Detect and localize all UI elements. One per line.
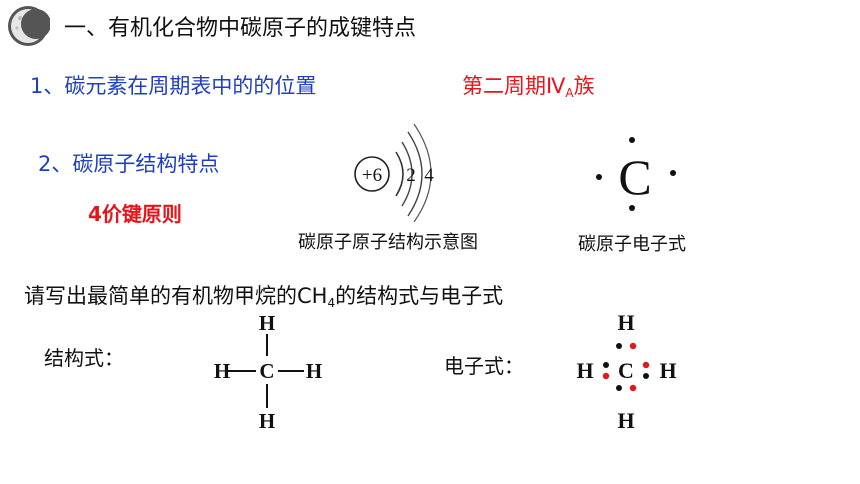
outer-shell-arc — [407, 131, 423, 217]
shell1-electrons: 2 — [406, 165, 416, 186]
electron-dot-black — [616, 343, 622, 349]
electron-dot — [629, 205, 635, 211]
carbon-electron-dot: C — [596, 137, 676, 211]
page-title: 一、有机化合物中碳原子的成键特点 — [64, 16, 417, 41]
question-sub: 4 — [327, 296, 336, 310]
nucleus-circle — [354, 156, 390, 192]
electron-formula-label: 电子式： — [444, 354, 524, 378]
electron-dot-red — [602, 372, 610, 380]
item1-answer: 第二周期ⅣA族 — [462, 70, 595, 100]
atom-diagram-caption: 碳原子原子结构示意图 — [298, 232, 478, 253]
answer-sub: A — [565, 86, 574, 100]
electron-dot-caption: 碳原子电子式 — [578, 234, 686, 255]
answer-tail: 族 — [573, 74, 595, 98]
atom-h-top: H — [617, 310, 634, 335]
atom-c-center: C — [618, 358, 634, 383]
electron-dot-red — [629, 384, 637, 392]
electron-dot — [629, 137, 635, 143]
electron-dot — [670, 170, 676, 176]
atom-structure-diagram: +6 2 4 — [354, 123, 434, 222]
structural-formula-label: 结构式： — [44, 346, 124, 370]
electron-dot-red — [629, 342, 637, 350]
nucleus-charge: +6 — [362, 165, 382, 186]
electron-dot-black — [603, 362, 609, 368]
atom-h-right: H — [306, 359, 322, 383]
moon-logo-icon — [8, 6, 50, 46]
electron-dot-black — [643, 373, 649, 379]
electron-dot-red — [642, 361, 650, 369]
atom-h-bottom: H — [617, 408, 634, 433]
atom-c-center: C — [259, 359, 274, 383]
atom-h-top: H — [259, 311, 275, 335]
carbon-symbol: C — [618, 149, 651, 205]
atom-h-bottom: H — [259, 409, 275, 433]
question-text: 请写出最简单的有机物甲烷的CH4的结构式与电子式 — [24, 280, 503, 310]
item2-label: 2、碳原子结构特点 — [38, 152, 220, 176]
question-pre: 请写出最简单的有机物甲烷的CH — [24, 284, 328, 308]
electron-dot-black — [616, 385, 622, 391]
methane-structural-formula: H C H H H — [214, 311, 322, 433]
atom-h-left: H — [576, 358, 593, 383]
electron-dot — [596, 174, 602, 180]
answer-main: 第二周期Ⅳ — [462, 74, 566, 98]
atom-h-left: H — [214, 359, 230, 383]
item1-label: 1、碳元素在周期表中的的位置 — [30, 74, 317, 98]
atom-h-right: H — [659, 358, 676, 383]
inner-shell-arc — [395, 151, 404, 197]
bonding-rule: 4价键原则 — [88, 202, 182, 226]
shell2-electrons: 4 — [424, 165, 434, 186]
question-post: 的结构式与电子式 — [335, 284, 504, 308]
methane-electron-formula: H C H H H — [576, 310, 676, 433]
